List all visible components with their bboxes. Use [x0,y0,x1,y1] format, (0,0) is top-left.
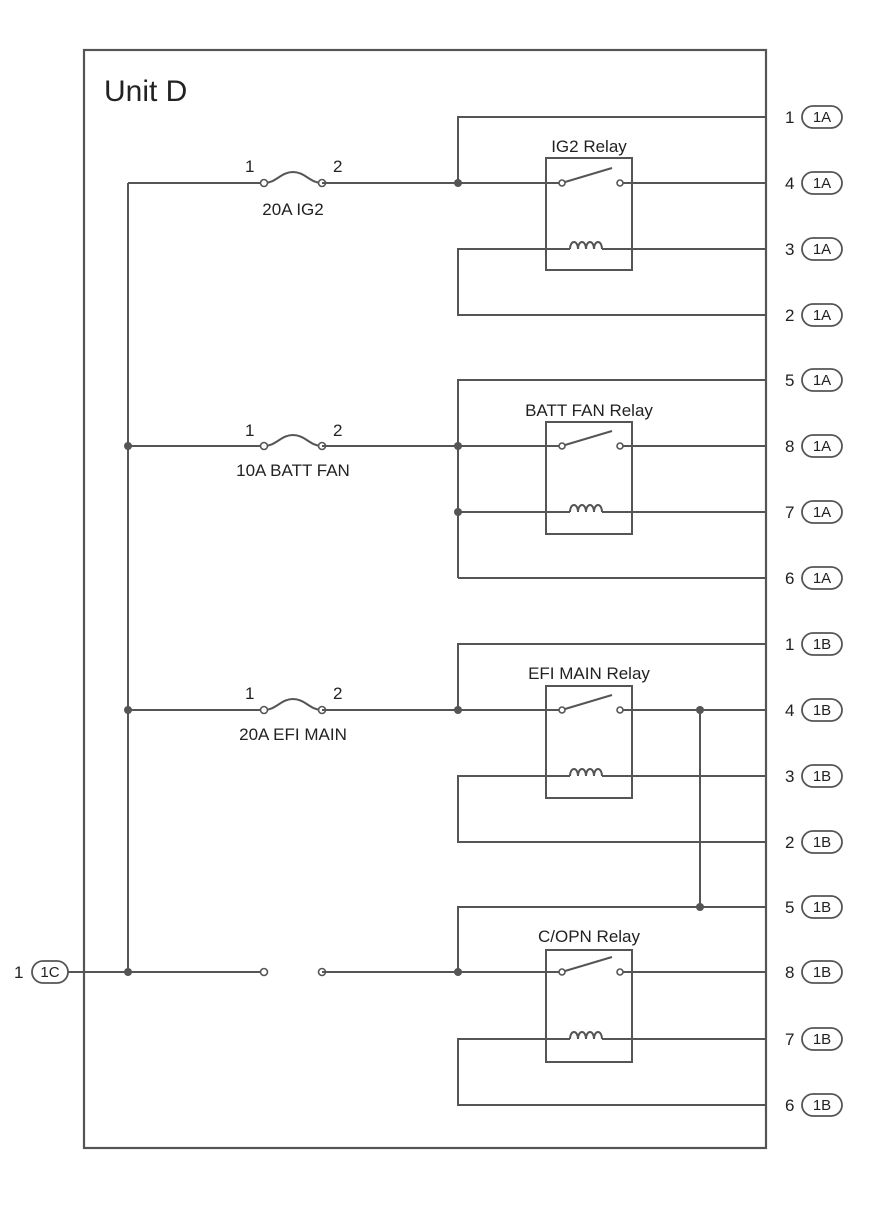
connector-pin-number: 5 [785,898,794,917]
open-terminal [259,967,269,977]
connector-pin-number: 7 [785,1030,794,1049]
fuse-label: 20A EFI MAIN [239,725,347,744]
connector-pin-number: 5 [785,371,794,390]
efi-main-relay [545,685,633,799]
connector-pin-number: 6 [785,569,794,588]
relay-label: BATT FAN Relay [525,401,653,420]
connector-pin-number: 4 [785,701,794,720]
fuse-pin-2: 2 [333,157,342,176]
fuse-20a-ig2 [128,170,546,188]
c-opn-relay-wiring [454,903,766,1106]
connector-id-label: 1A [813,307,831,324]
connector-id-label: 1B [813,964,831,981]
connector-badge [801,830,843,854]
ig2-relay [545,157,633,271]
connector-badge [801,566,843,590]
connector-pin-number: 7 [785,503,794,522]
fuse-pin-1: 1 [245,421,254,440]
connector-1c-label: 1C [40,964,59,981]
connector-id-label: 1A [813,570,831,587]
connector-id-label: 1A [813,109,831,126]
fuse-pin-1: 1 [245,684,254,703]
connector-badge [801,303,843,327]
c-opn-relay [545,949,633,1063]
connector-badge [801,764,843,788]
connector-id-label: 1A [813,241,831,258]
connector-1c-pin: 1 [14,963,23,982]
connector-badge [801,960,843,984]
fuse-pin-2: 2 [333,684,342,703]
unit-d-outline [82,48,768,1150]
batt-fan-relay [545,421,633,535]
fuse-pin-2: 2 [333,421,342,440]
connector-badge [801,632,843,656]
connector-id-label: 1B [813,636,831,653]
connector-pin-number: 8 [785,437,794,456]
fuse-pin-1: 1 [245,157,254,176]
ig2-relay-wiring [454,116,766,316]
connector-badge [801,434,843,458]
connector-badge [801,171,843,195]
connector-id-label: 1B [813,1097,831,1114]
connector-id-label: 1A [813,372,831,389]
connector-badge [801,105,843,129]
connector-pin-number: 3 [785,240,794,259]
connector-badge [801,237,843,261]
junction-dot [124,968,132,976]
connector-badge [801,500,843,524]
connector-pin-number: 4 [785,174,794,193]
fuse-10a-batt-fan [128,433,546,451]
batt-fan-relay-wiring [454,379,766,579]
efi-main-relay-wiring [454,643,766,907]
connector-id-label: 1A [813,175,831,192]
right-connector-column: 1 1A 4 1A 3 1A 2 1A 5 1A 8 1A 7 1A 6 1A 1 1B 4 1B 3 1B 2 1B 5 1B 8… [785,105,843,1117]
connector-id-label: 1B [813,702,831,719]
connector-pin-number: 6 [785,1096,794,1115]
connector-pin-number: 8 [785,963,794,982]
connector-id-label: 1A [813,504,831,521]
connector-badge [801,368,843,392]
fuse-label: 10A BATT FAN [236,461,350,480]
unit-title: Unit D [104,75,187,108]
connector-pin-number: 2 [785,306,794,325]
connector-badge [801,1093,843,1117]
connector-badge [801,1027,843,1051]
connector-pin-number: 1 [785,635,794,654]
connector-id-label: 1B [813,1031,831,1048]
connector-pin-number: 3 [785,767,794,786]
connector-pin-number: 2 [785,833,794,852]
connector-pin-number: 1 [785,108,794,127]
connector-badge [801,698,843,722]
relay-label: IG2 Relay [551,137,627,156]
connector-id-label: 1A [813,438,831,455]
relay-label: C/OPN Relay [538,927,641,946]
connector-badge [801,895,843,919]
connector-id-label: 1B [813,768,831,785]
relay-label: EFI MAIN Relay [528,664,650,683]
fuse-20a-efi-main [128,697,546,715]
connector-id-label: 1B [813,899,831,916]
connector-id-label: 1B [813,834,831,851]
fuse-label: 20A IG2 [262,200,323,219]
